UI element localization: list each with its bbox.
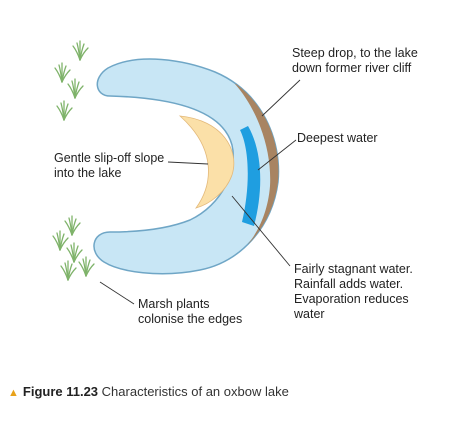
- label-stagnant-line1: Fairly stagnant water.: [294, 262, 413, 276]
- caption-text: Characteristics of an oxbow lake: [101, 384, 289, 399]
- label-stagnant-line3: Evaporation reduces: [294, 292, 409, 306]
- label-gentle-line2: into the lake: [54, 166, 122, 180]
- marsh-plant-tuft: [52, 230, 69, 251]
- label-steep-line1: Steep drop, to the lake: [292, 46, 418, 60]
- label-stagnant-line4: water: [294, 307, 325, 321]
- marsh-plant-tuft: [66, 242, 83, 263]
- label-marsh-plants: Marsh plants colonise the edges: [138, 297, 242, 327]
- label-stagnant-line2: Rainfall adds water.: [294, 277, 404, 291]
- label-deepest-water: Deepest water: [297, 131, 378, 146]
- marsh-plant-tuft: [60, 260, 77, 281]
- slip-off-slope: [178, 115, 235, 209]
- marsh-plant-tuft: [56, 100, 73, 121]
- deepest-water: [240, 126, 261, 226]
- label-marsh-line1: Marsh plants: [138, 297, 210, 311]
- marsh-plant-tuft: [54, 62, 71, 83]
- figure-caption: ▲Figure 11.23 Characteristics of an oxbo…: [8, 384, 289, 399]
- label-marsh-line2: colonise the edges: [138, 312, 243, 326]
- pointer-marsh: [99, 281, 135, 305]
- label-deepest-line: Deepest water: [297, 131, 378, 145]
- pointer-stagnant: [231, 195, 291, 267]
- label-steep-line2: down former river cliff: [292, 61, 412, 75]
- caption-triangle-icon: ▲: [8, 387, 19, 399]
- marsh-plants: [52, 40, 95, 281]
- pointer-deepest: [257, 139, 297, 171]
- caption-figure-number: Figure 11.23: [22, 384, 99, 399]
- label-gentle-line1: Gentle slip-off slope: [54, 151, 165, 165]
- marsh-plant-tuft: [72, 40, 89, 61]
- label-stagnant-water: Fairly stagnant water. Rainfall adds wat…: [294, 262, 413, 322]
- marsh-plant-tuft: [64, 215, 81, 236]
- label-gentle-slope: Gentle slip-off slope into the lake: [54, 151, 164, 181]
- pointer-steep: [261, 79, 301, 117]
- label-steep-drop: Steep drop, to the lake down former rive…: [292, 46, 418, 76]
- marsh-plant-tuft: [67, 78, 84, 99]
- marsh-plant-tuft: [78, 256, 95, 277]
- pointer-gentle: [167, 161, 209, 165]
